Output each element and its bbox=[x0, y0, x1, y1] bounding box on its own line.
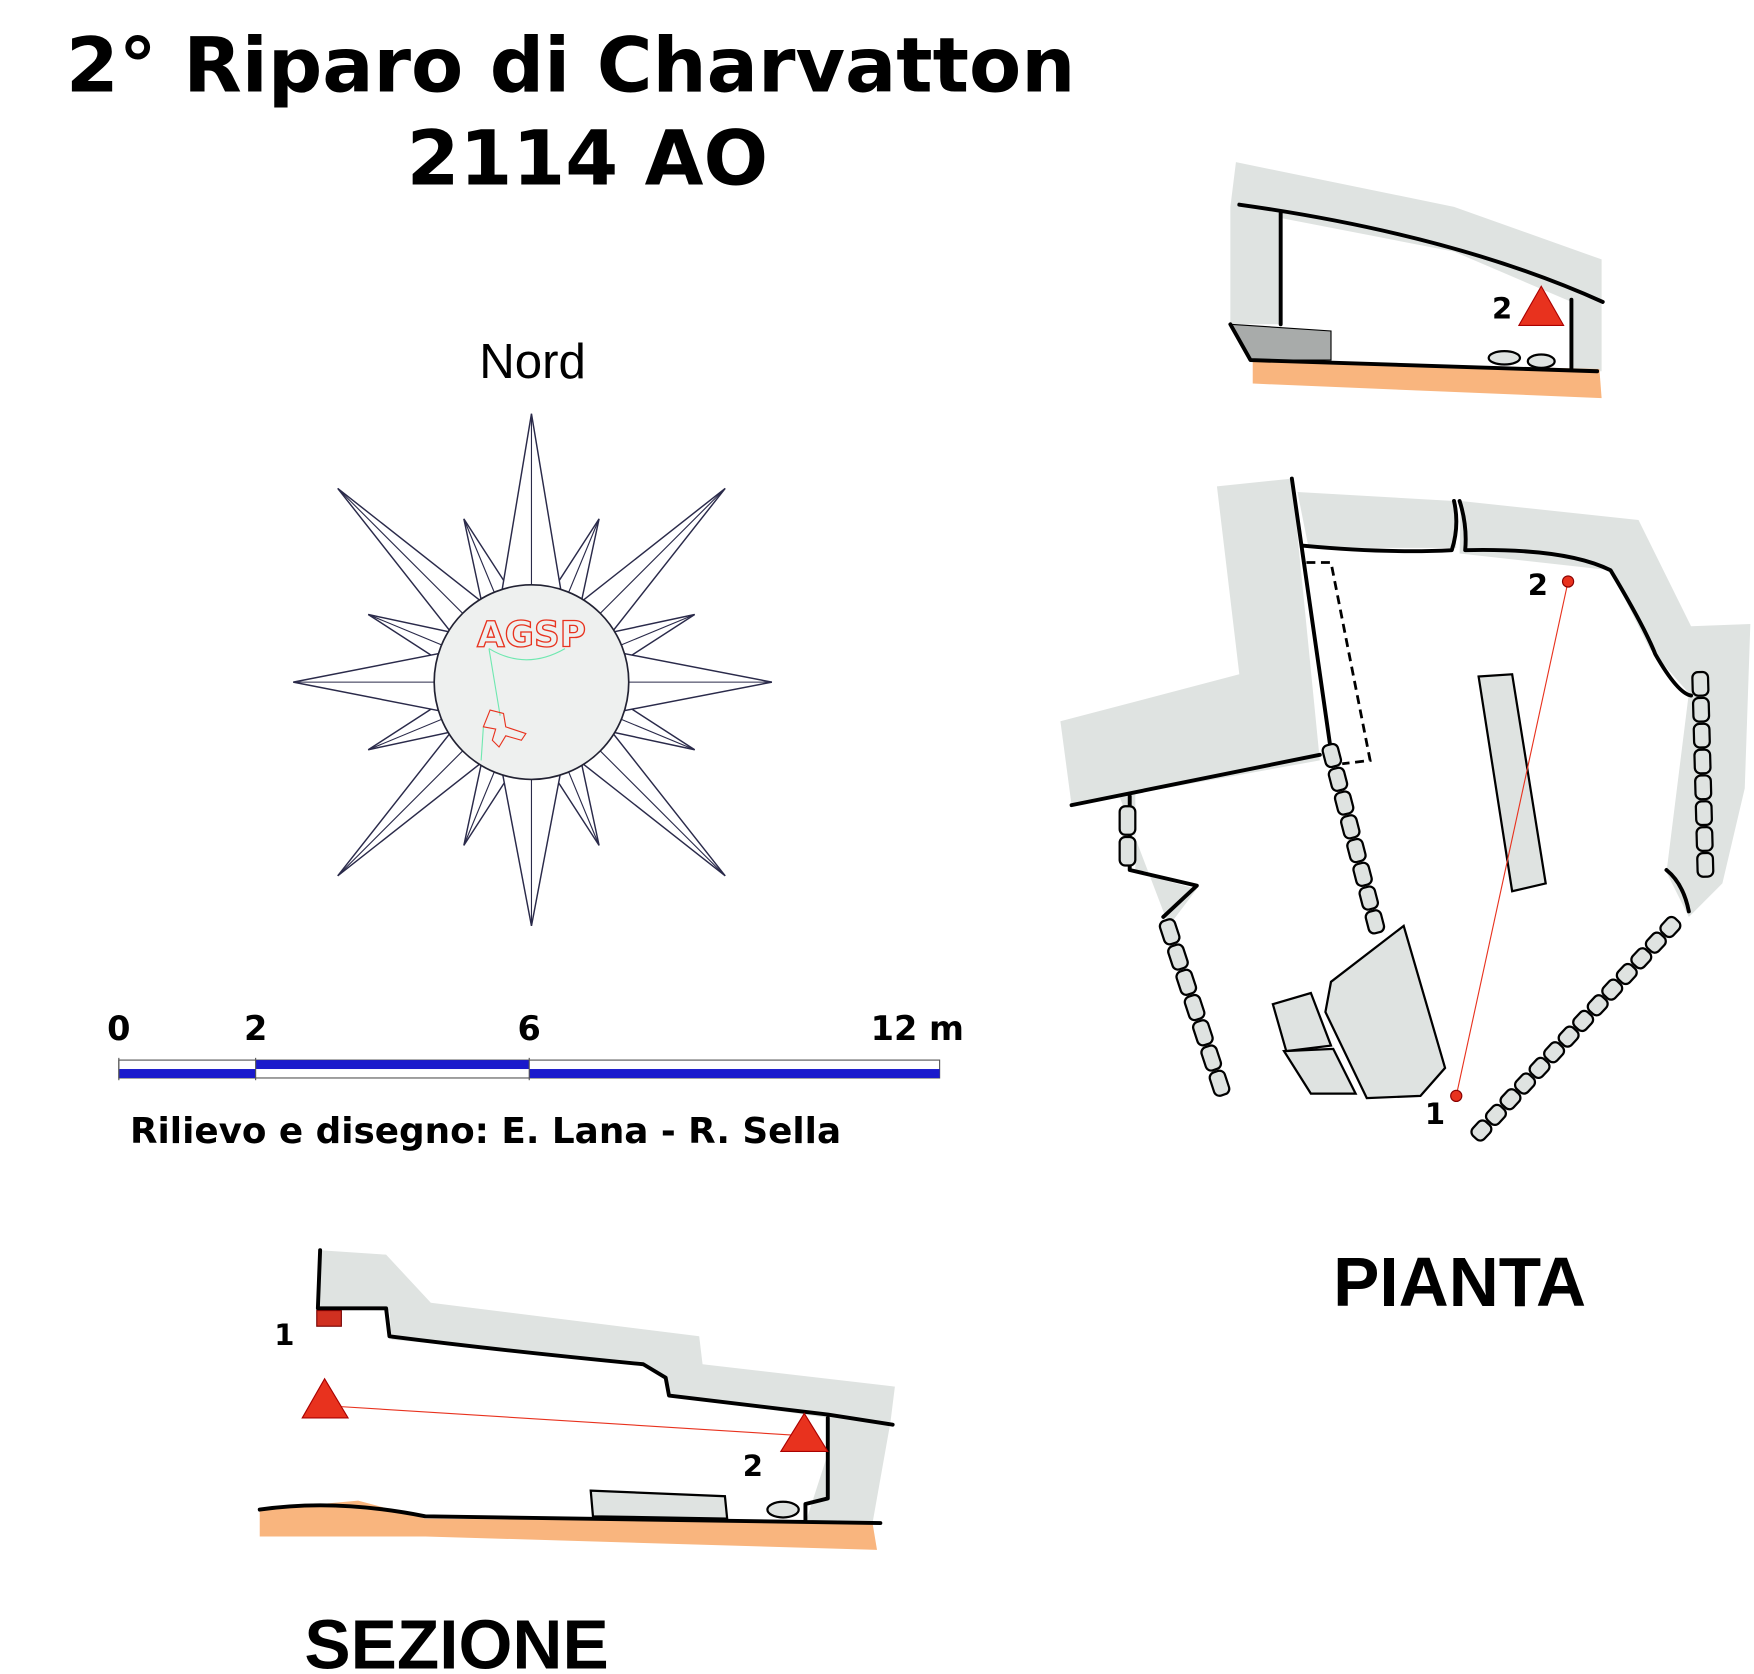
rock-block bbox=[1358, 885, 1380, 911]
rock-block bbox=[1572, 1009, 1595, 1033]
rock-block bbox=[1499, 1088, 1522, 1111]
credits: Rilievo e disegno: E. Lana - R. Sella bbox=[130, 1111, 841, 1152]
climber-icon bbox=[482, 709, 527, 748]
title-line-2: 2114 AO bbox=[407, 114, 769, 203]
rock-block bbox=[1327, 766, 1349, 792]
plan-station-2: 2 bbox=[1528, 568, 1548, 602]
rock-block bbox=[1158, 918, 1181, 946]
title-line-1: 2° Riparo di Charvatton bbox=[66, 21, 1076, 110]
cross-section: 2 bbox=[1228, 162, 1605, 399]
rock-block bbox=[1694, 774, 1713, 801]
rock-block bbox=[1694, 800, 1713, 827]
rock-block bbox=[1333, 790, 1355, 816]
rock-block bbox=[1543, 1041, 1566, 1064]
rock-block bbox=[1340, 814, 1361, 840]
rock-block bbox=[1528, 1056, 1551, 1080]
rock-block bbox=[1659, 915, 1682, 939]
scale-segment bbox=[255, 1060, 530, 1070]
scale-tick-label: 0 bbox=[107, 1009, 130, 1048]
section-label: SEZIONE bbox=[304, 1605, 608, 1674]
agsp-logo: AGSP bbox=[477, 614, 586, 655]
scale-tick-label: 2 bbox=[244, 1009, 267, 1048]
section-station-2: 2 bbox=[743, 1449, 763, 1483]
rock-block bbox=[1693, 748, 1712, 775]
rock-block bbox=[1615, 962, 1638, 986]
rock-block bbox=[1586, 994, 1609, 1017]
rock-block bbox=[1513, 1072, 1537, 1095]
rock-block bbox=[1696, 851, 1715, 878]
scale-segment bbox=[118, 1069, 256, 1078]
rock-block bbox=[1118, 835, 1137, 867]
north-label: Nord bbox=[479, 334, 586, 389]
rope-line bbox=[480, 648, 566, 761]
rock-block bbox=[1118, 805, 1137, 836]
rock-block bbox=[1557, 1025, 1580, 1048]
rock-block bbox=[1167, 943, 1189, 971]
rock-block bbox=[1691, 696, 1711, 723]
rock-block bbox=[1175, 968, 1198, 996]
scale-segment bbox=[529, 1069, 940, 1078]
rock-block bbox=[1191, 1019, 1214, 1047]
rock-block bbox=[1601, 978, 1624, 1001]
longitudinal-section: 1 2 bbox=[257, 1248, 895, 1550]
cross-station-2: 2 bbox=[1492, 292, 1512, 326]
scale-tick-label: 12 m bbox=[871, 1009, 964, 1048]
rock-block bbox=[1692, 722, 1711, 749]
rock-block bbox=[1183, 993, 1206, 1022]
rock-block bbox=[1352, 861, 1373, 887]
plan-view: 2 1 bbox=[1060, 476, 1751, 1142]
rock-block bbox=[1470, 1119, 1493, 1142]
rock-block bbox=[1484, 1103, 1507, 1127]
section-station-1: 1 bbox=[274, 1318, 294, 1352]
rock-block bbox=[1630, 947, 1653, 970]
plan-station-1: 1 bbox=[1425, 1097, 1445, 1131]
rock-block bbox=[1346, 837, 1367, 864]
rock-block bbox=[1208, 1069, 1231, 1097]
station-triangle bbox=[1517, 285, 1565, 326]
rock-block bbox=[1695, 826, 1714, 853]
rock-block bbox=[1200, 1044, 1223, 1072]
scale-tick-label: 6 bbox=[518, 1009, 541, 1048]
scale-bar: 0 2 6 12 m bbox=[107, 1009, 964, 1081]
rock-block bbox=[1691, 670, 1710, 697]
plan-label: PIANTA bbox=[1333, 1243, 1586, 1321]
rock-block bbox=[1364, 909, 1386, 935]
rock-block bbox=[1321, 742, 1343, 769]
rock-block bbox=[1644, 931, 1667, 954]
